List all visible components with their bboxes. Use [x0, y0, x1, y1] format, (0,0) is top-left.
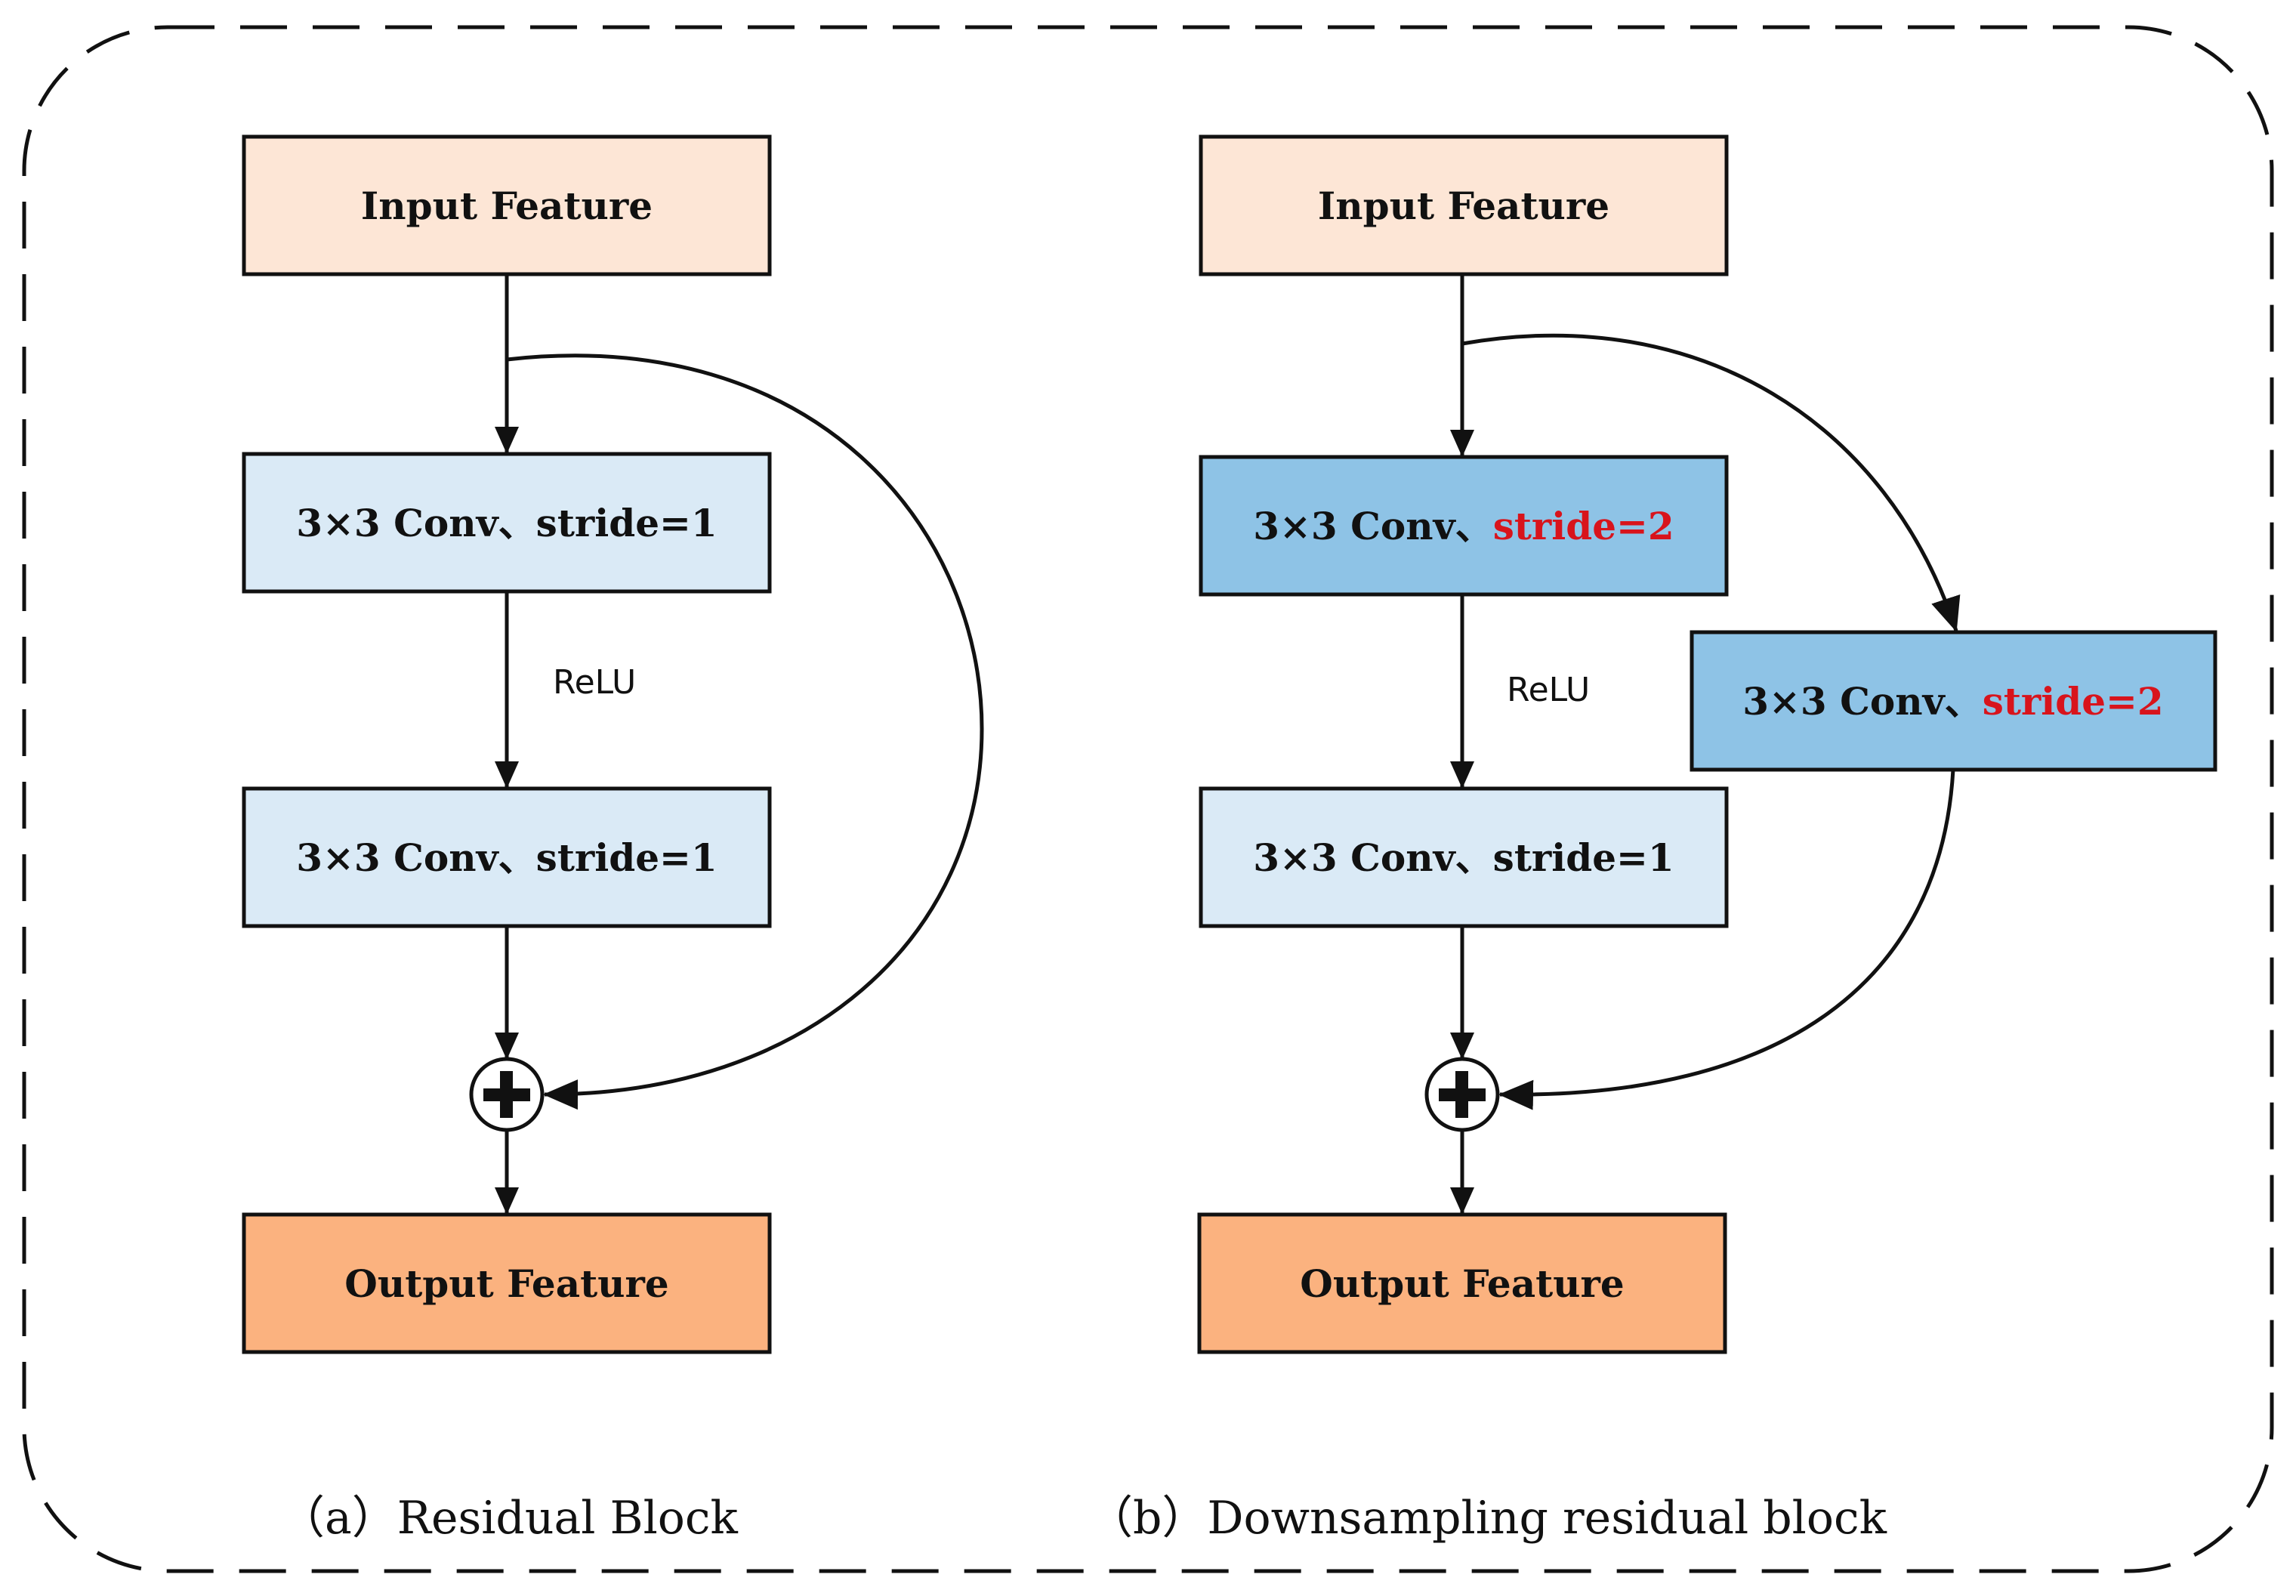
outer-dashed-border [22, 25, 2274, 1573]
panel-b-shortcut-out-curve [1498, 769, 1955, 1110]
panel-a-relu-label: ReLU [553, 663, 636, 702]
panel-b: Input Feature 3×3 Conv、stride=2 ReLU 3×3… [1088, 134, 2217, 1545]
plus-icon [1439, 1071, 1486, 1118]
panel-b-conv2-label: 3×3 Conv、stride=1 [1253, 835, 1674, 880]
panel-a-conv1-label: 3×3 Conv、stride=1 [296, 501, 717, 545]
panel-b-input-label: Input Feature [1318, 184, 1609, 228]
panel-b-conv1-box [1199, 455, 1729, 597]
plus-icon [483, 1071, 530, 1118]
panel-a-output-label: Output Feature [344, 1261, 668, 1306]
panel-b-relu-label: ReLU [1507, 671, 1590, 709]
panel-a-output-box [242, 1212, 772, 1354]
panel-b-shortcut-in-curve [1461, 333, 1961, 632]
panel-b-output-label: Output Feature [1300, 1261, 1624, 1306]
panel-b-shortcut-conv-box [1690, 630, 2217, 772]
panel-a-input-label: Input Feature [361, 184, 653, 228]
panel-b-conv1-label: 3×3 Conv、stride=2 [1253, 504, 1674, 548]
panel-b-output-box [1197, 1212, 1727, 1354]
panel-b-conv2-box [1199, 786, 1729, 928]
panel-a-conv2-label: 3×3 Conv、stride=1 [296, 835, 717, 880]
panel-a-caption: （a）Residual Block [279, 1492, 739, 1545]
panel-a-add-node [469, 1057, 545, 1132]
panel-b-add-node [1424, 1057, 1500, 1132]
panel-a-conv1-box [242, 452, 772, 594]
panel-a-skip-connection [506, 353, 984, 1110]
panel-a: Input Feature 3×3 Conv、stride=1 ReLU 3×3… [242, 134, 984, 1545]
panel-b-shortcut-conv-label: 3×3 Conv、stride=2 [1742, 679, 2163, 724]
panel-b-caption: （b）Downsampling residual block [1088, 1492, 1887, 1545]
panel-b-input-box [1199, 134, 1729, 276]
